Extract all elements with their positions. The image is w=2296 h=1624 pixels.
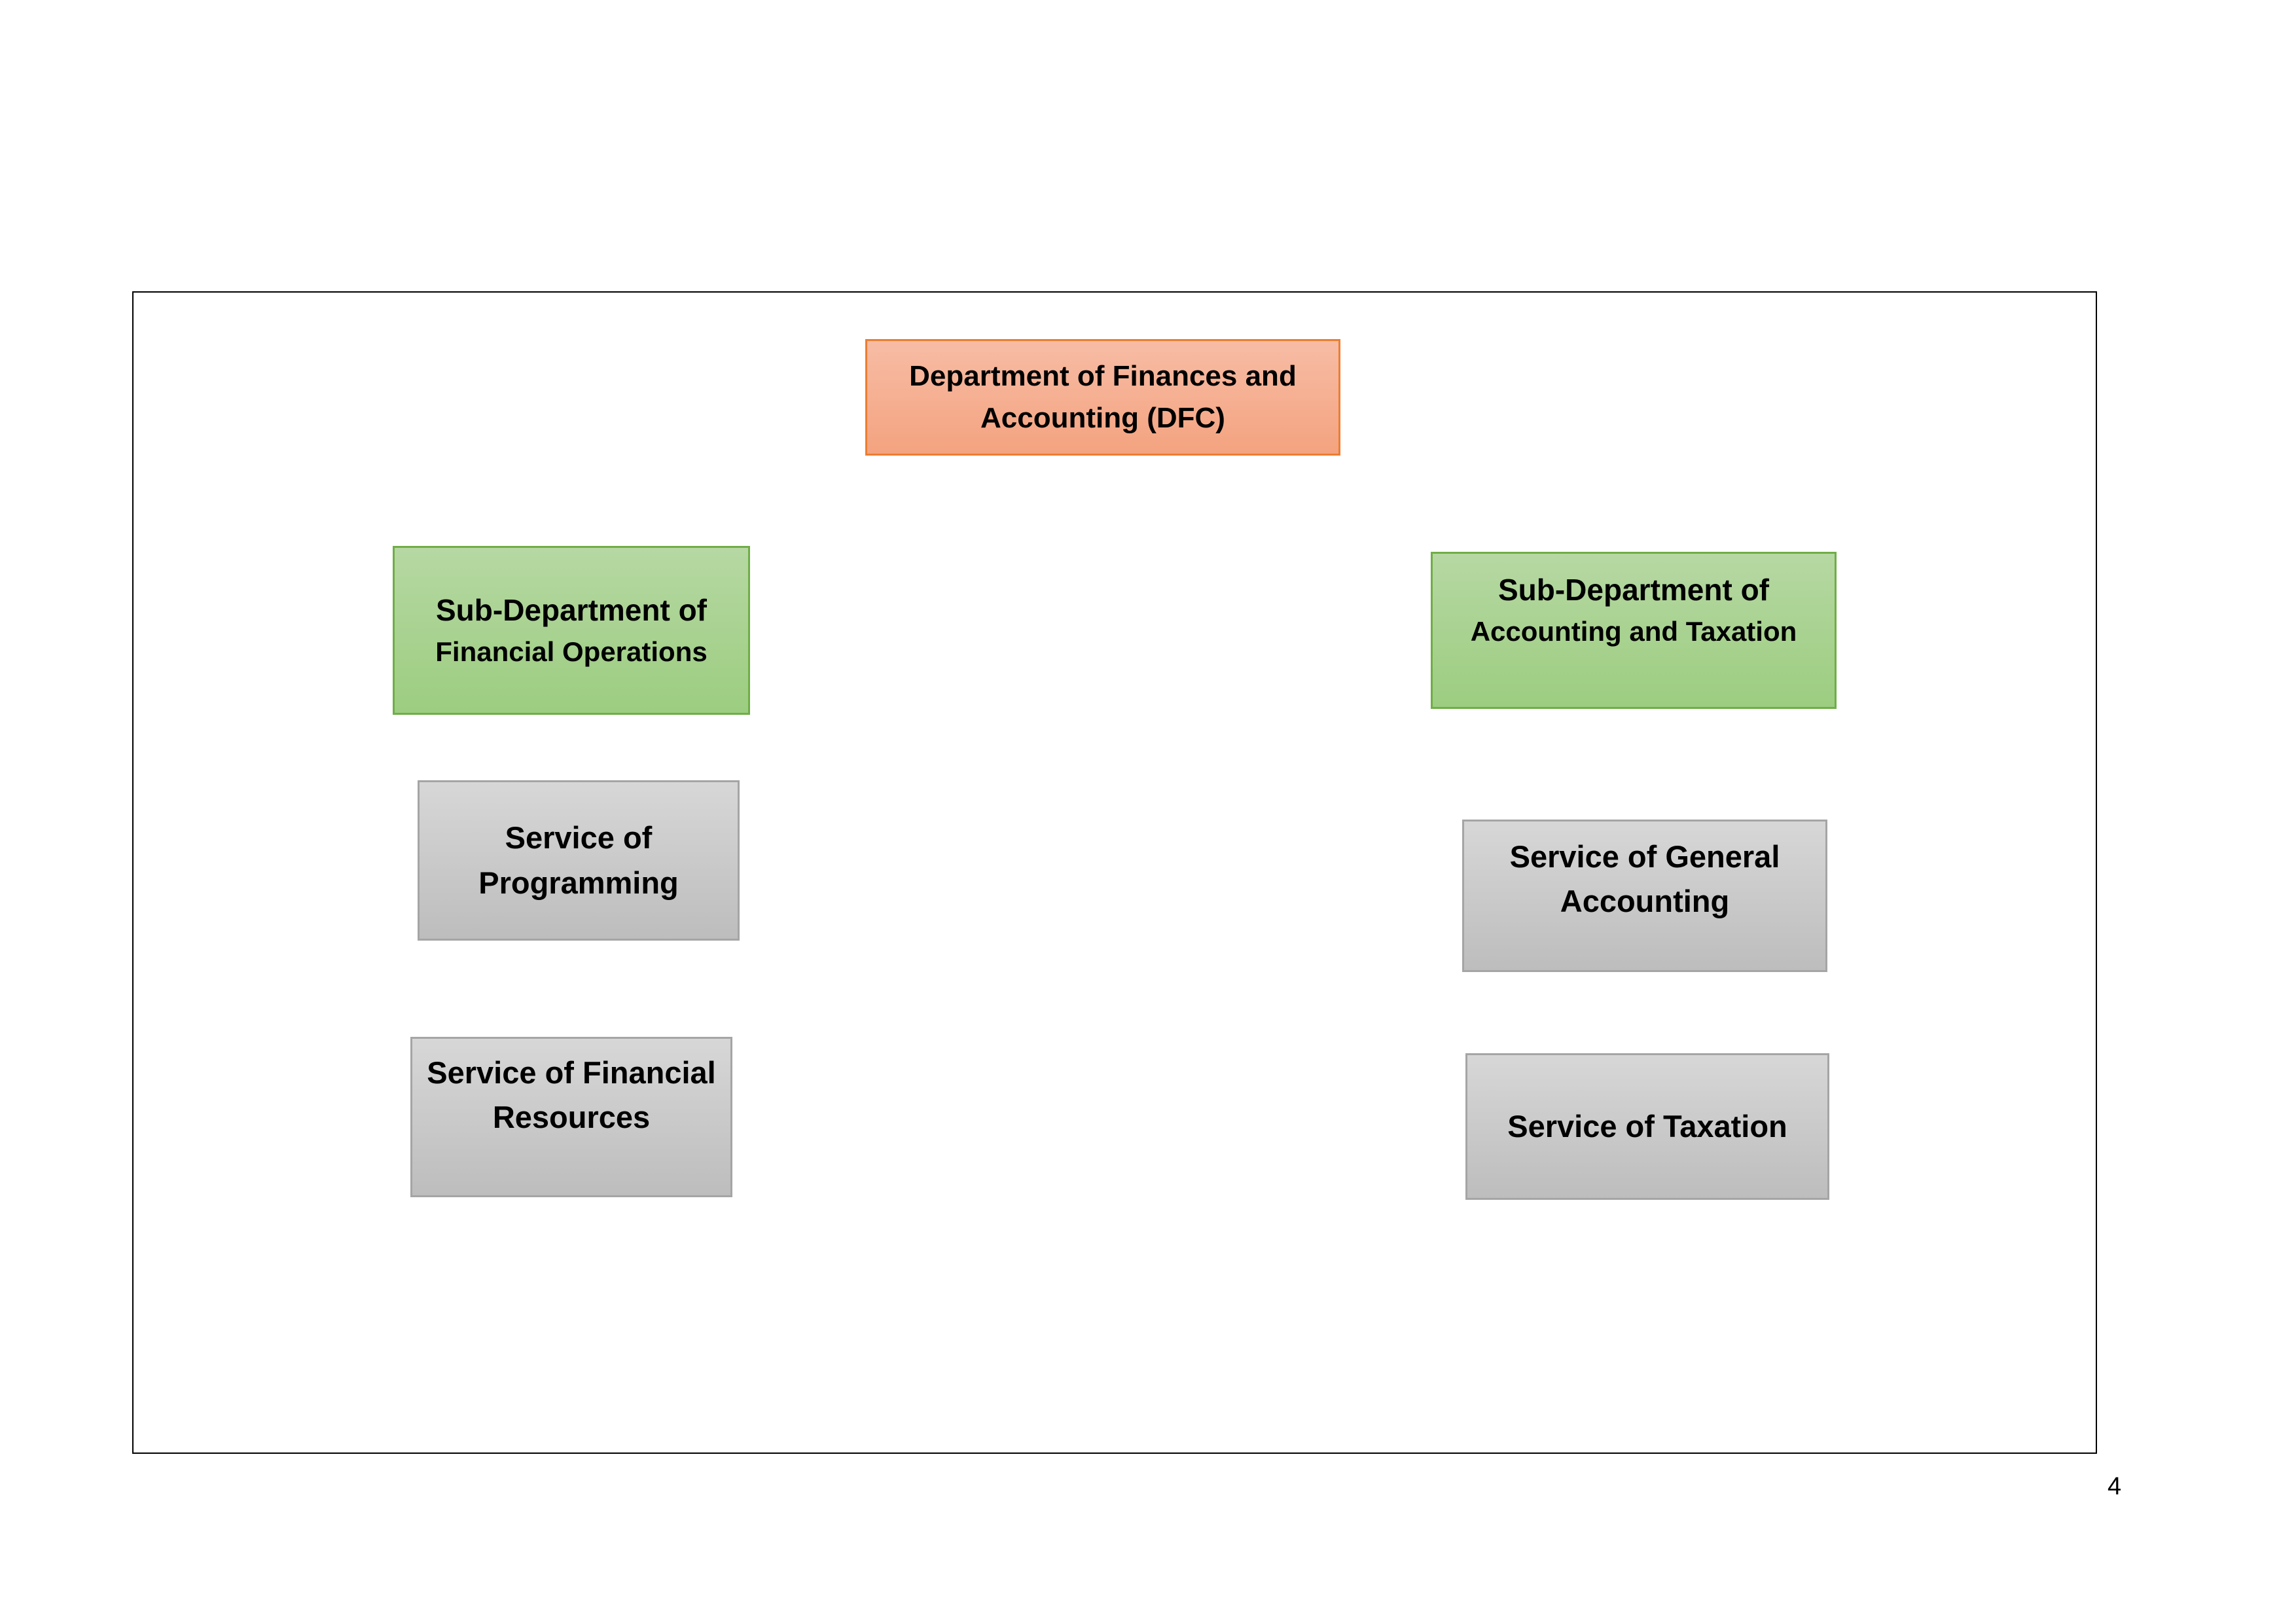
sub-department-label-line-1: Sub-Department of <box>436 593 707 628</box>
service-label-line-1: Service of <box>505 820 653 856</box>
department-label-line-2: Accounting (DFC) <box>980 402 1225 434</box>
department-label-line-1: Department of Finances and <box>909 360 1297 393</box>
service-taxation-box: Service of Taxation <box>1465 1053 1829 1200</box>
sub-department-label-line-2: Accounting and Taxation <box>1470 615 1797 647</box>
sub-department-accounting-taxation-box: Sub-Department of Accounting and Taxatio… <box>1431 552 1837 709</box>
page-number: 4 <box>2108 1473 2122 1500</box>
service-label-line-2: Accounting <box>1560 884 1730 919</box>
service-label-line-2: Resources <box>492 1100 651 1135</box>
diagram-frame <box>132 291 2097 1454</box>
service-label-line-2: Programming <box>478 865 679 900</box>
sub-department-label-line-1: Sub-Department of <box>1498 573 1769 607</box>
service-general-accounting-box: Service of General Accounting <box>1462 820 1827 972</box>
service-label-line-1: Service of Financial <box>427 1055 716 1090</box>
sub-department-label-line-2: Financial Operations <box>435 636 708 667</box>
department-dfc-box: Department of Finances and Accounting (D… <box>865 339 1340 456</box>
service-financial-resources-box: Service of Financial Resources <box>410 1037 732 1197</box>
service-label-line-1: Service of General <box>1509 839 1780 874</box>
service-programming-box: Service of Programming <box>418 780 740 941</box>
sub-department-financial-operations-box: Sub-Department of Financial Operations <box>393 546 750 715</box>
service-label-line-1: Service of Taxation <box>1507 1108 1787 1144</box>
